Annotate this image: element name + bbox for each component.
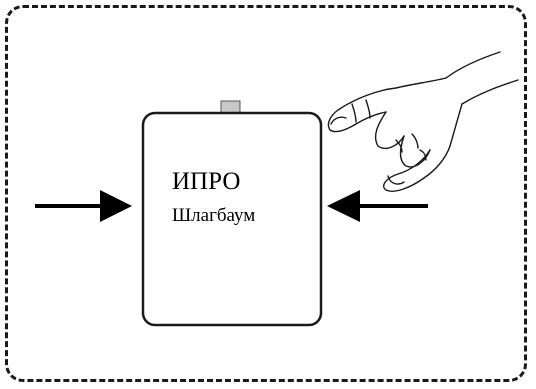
dashed-frame (5, 5, 527, 382)
device-subtitle: Шлагбаум (172, 205, 256, 226)
arrow-left-icon (327, 190, 428, 222)
arrow-right-icon (35, 190, 132, 222)
device-title: ИПРО (172, 168, 241, 195)
pointing-hand-icon (327, 51, 519, 192)
device-box (141, 111, 323, 327)
